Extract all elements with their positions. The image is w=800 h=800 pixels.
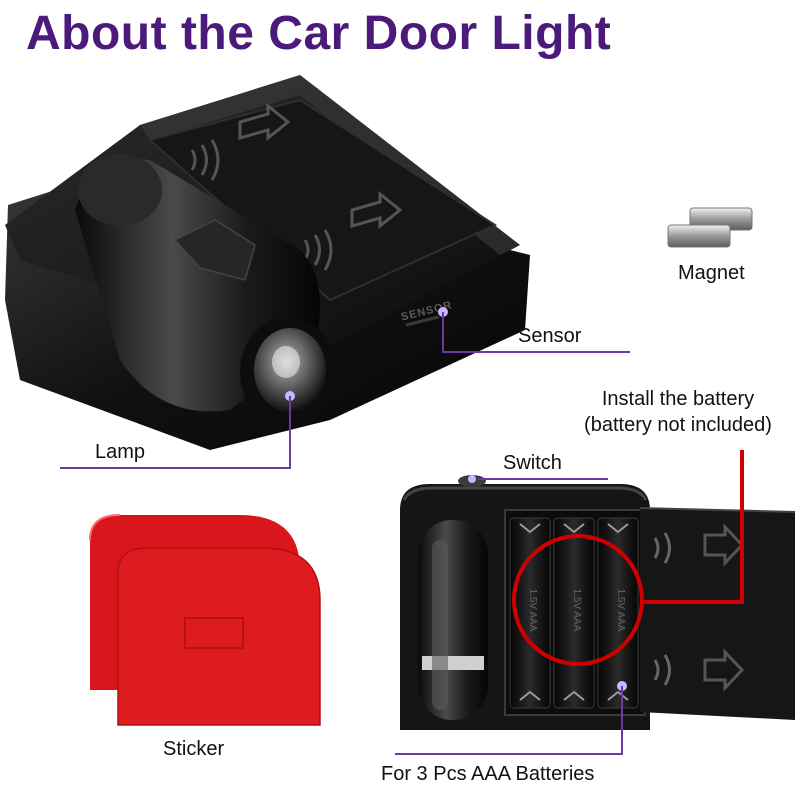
wireless-signal-icon [653, 532, 671, 564]
install-battery-line2: (battery not included) [584, 414, 772, 436]
open-device-battery-view: 1.5V AAA 1.5V AAA 1.5V AAA [400, 475, 796, 730]
lamp-callout [60, 391, 295, 469]
magnet-label: Magnet [678, 262, 745, 284]
batteries-label: For 3 Pcs AAA Batteries [381, 763, 595, 785]
arrow-icon [350, 190, 403, 230]
arrow-icon [703, 648, 745, 692]
batteries-callout [395, 681, 627, 755]
arrow-icon [238, 102, 291, 142]
arrow-icon [703, 523, 745, 567]
wireless-signal-icon [190, 139, 220, 181]
sticker-label: Sticker [163, 738, 225, 760]
install-battery-callout [642, 450, 744, 604]
sensor-callout [438, 307, 630, 353]
page-title: About the Car Door Light [26, 7, 612, 60]
wireless-signal-icon [653, 654, 671, 686]
cell-marking: 1.5V AAA [527, 589, 538, 632]
install-battery-label: Install the battery (battery not include… [558, 386, 798, 438]
install-battery-line1: Install the battery [601, 388, 755, 410]
lamp-label: Lamp [95, 441, 146, 463]
cell-marking: 1.5V AAA [615, 589, 626, 632]
car-door-light-device: SENSOR [5, 75, 530, 450]
cell-marking: 1.5V AAA [571, 589, 582, 632]
magnet-image [667, 207, 753, 248]
switch-label: Switch [503, 452, 562, 474]
sticker-image [89, 514, 321, 726]
sensor-label: Sensor [518, 325, 582, 347]
